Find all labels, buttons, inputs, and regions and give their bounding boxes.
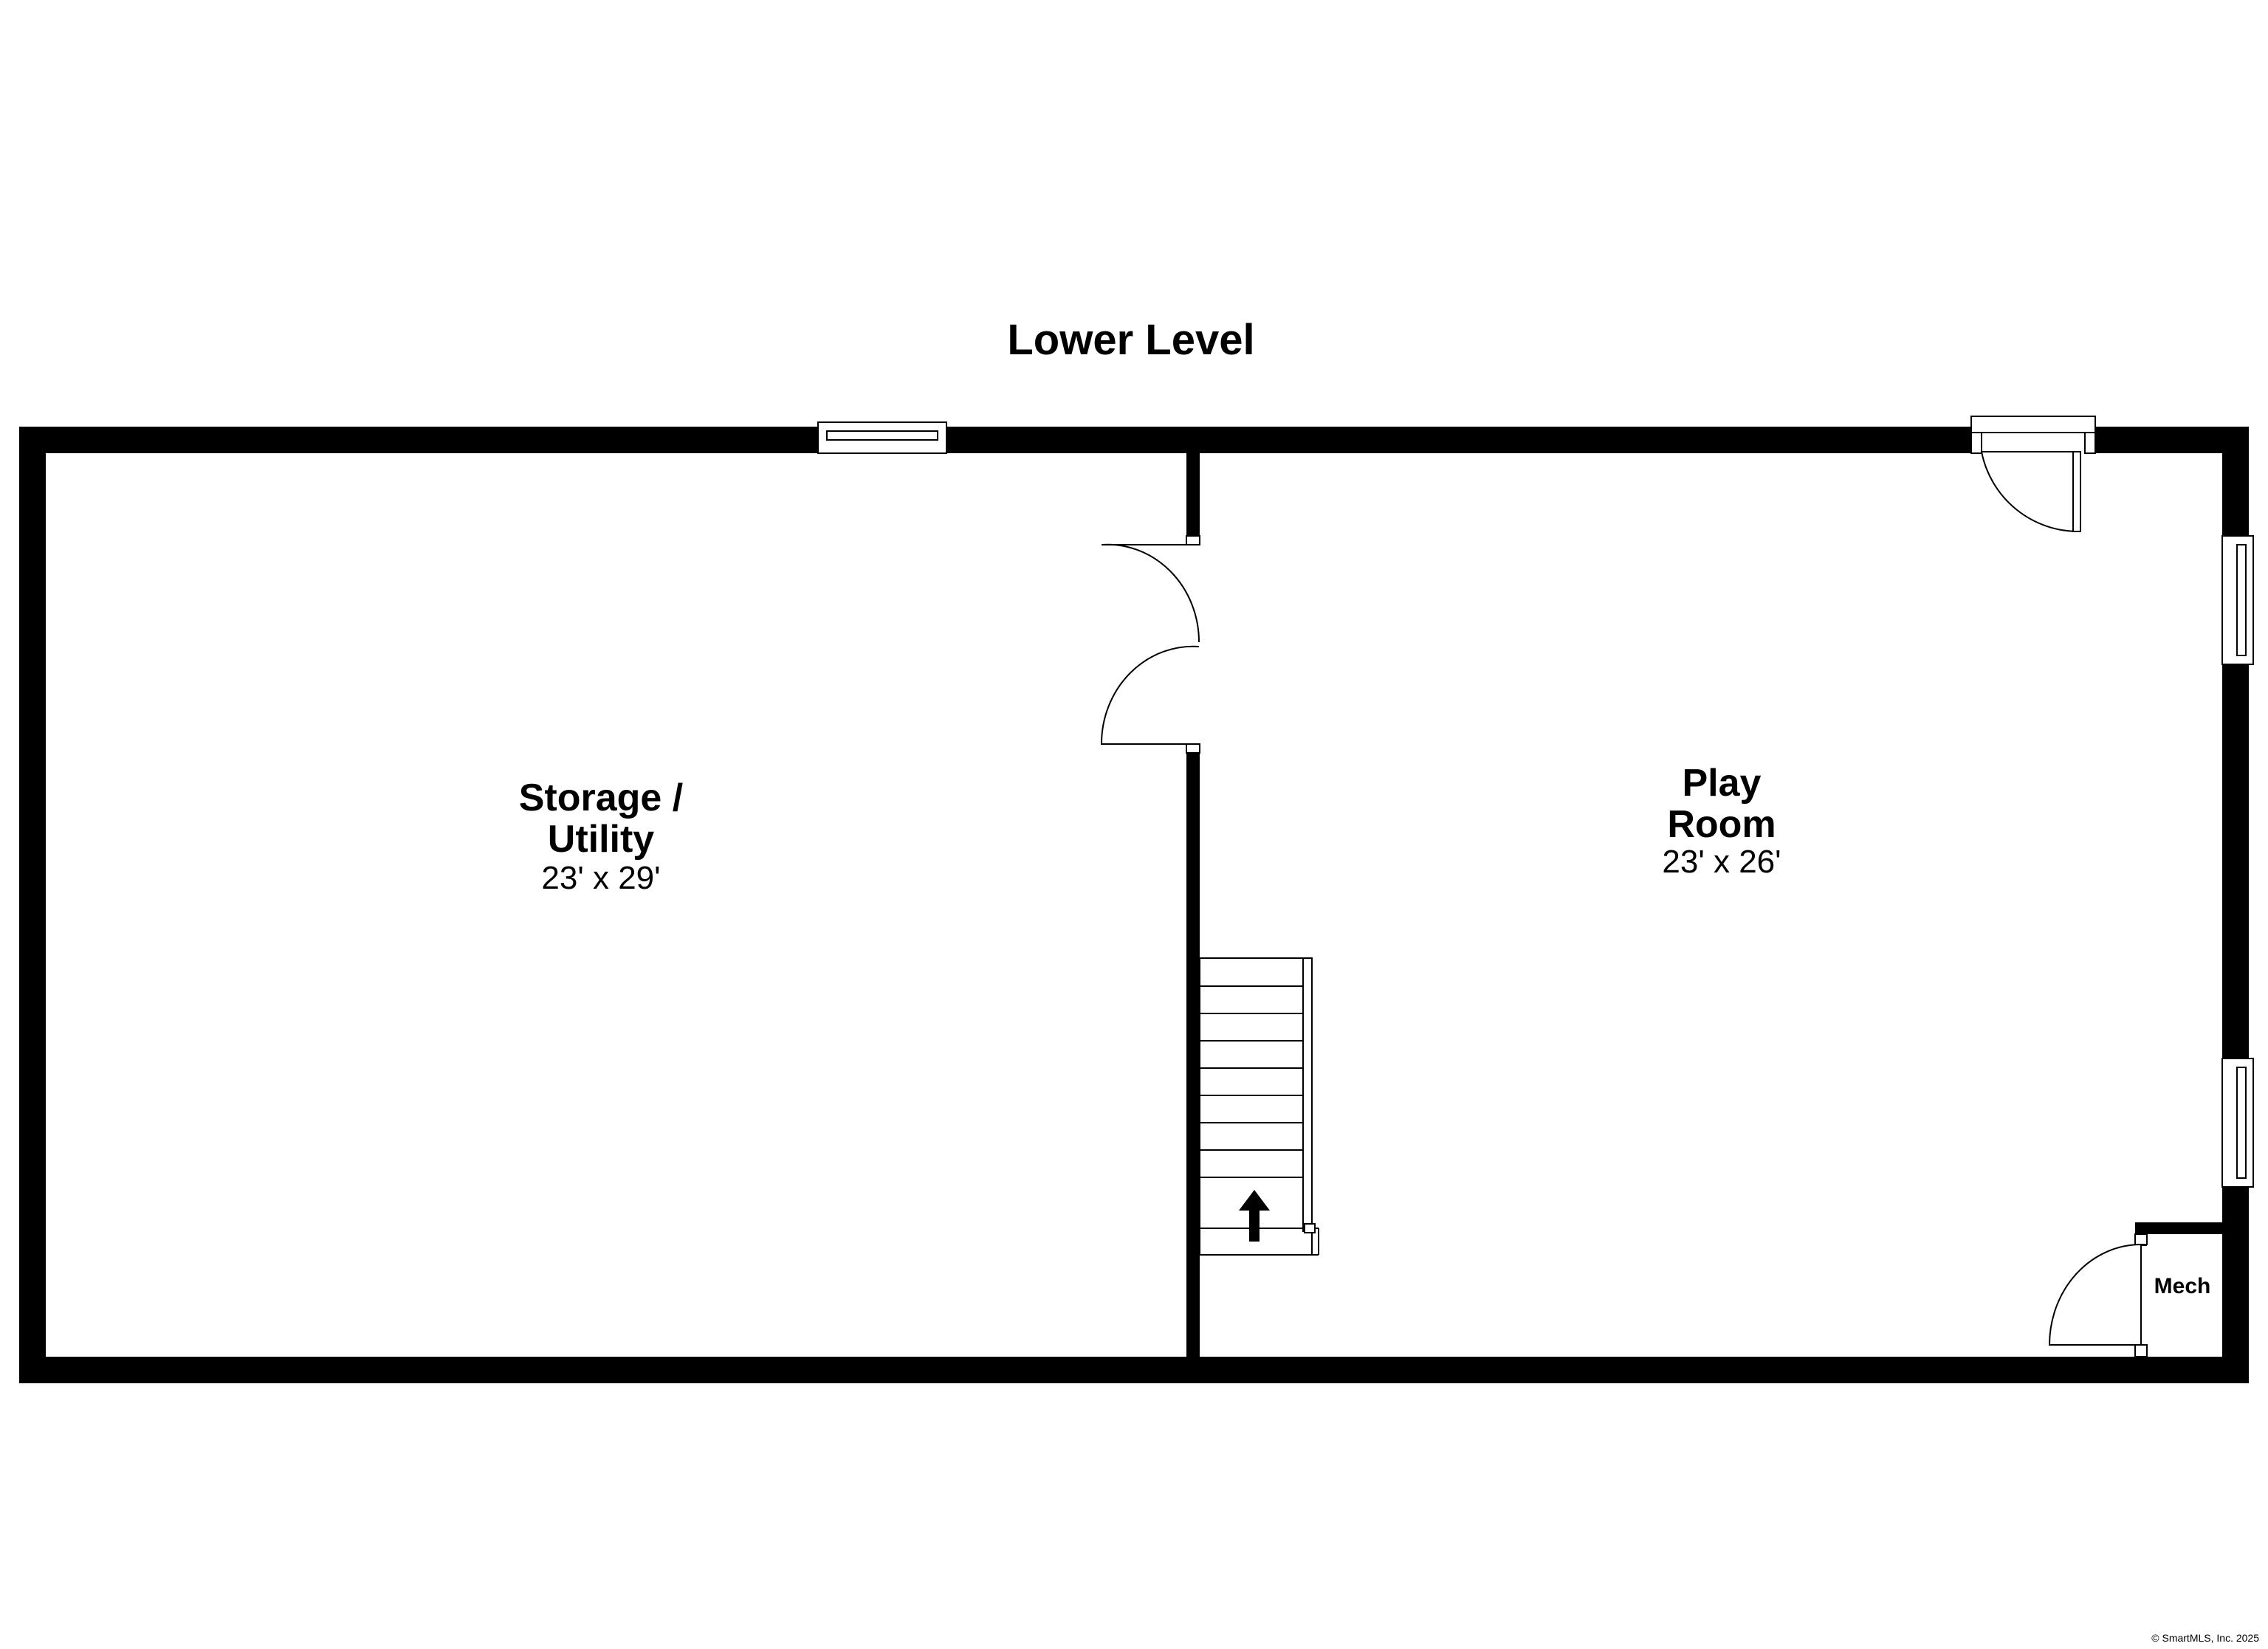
room-name: Storage / [519,777,684,819]
partition-wall [1186,450,1200,1358]
door-top-right [1970,416,2096,533]
room-name: Play [1683,762,1762,805]
room-dimensions: 23' x 29' [541,860,660,896]
window-right-lower [2221,1058,2254,1188]
outer-walls [19,427,2249,1383]
window-right-upper [2221,535,2254,665]
room-name: Utility [548,818,655,861]
room-label-play: Play Room 23' x 26' [1662,762,1781,880]
copyright-footer: © SmartMLS, Inc. 2025 [2151,1632,2259,1644]
mech-closet [2048,1222,2225,1357]
room-dimensions: 23' x 26' [1662,844,1781,880]
room-label-storage: Storage / Utility 23' x 29' [519,777,684,896]
room-name: Room [1667,803,1776,846]
plan-title: Lower Level [1007,316,1254,364]
arrow-up-icon [1239,1190,1270,1242]
window-top [817,421,947,454]
double-door-partition[interactable] [1100,535,1200,754]
room-label-mech: Mech [2154,1274,2211,1298]
